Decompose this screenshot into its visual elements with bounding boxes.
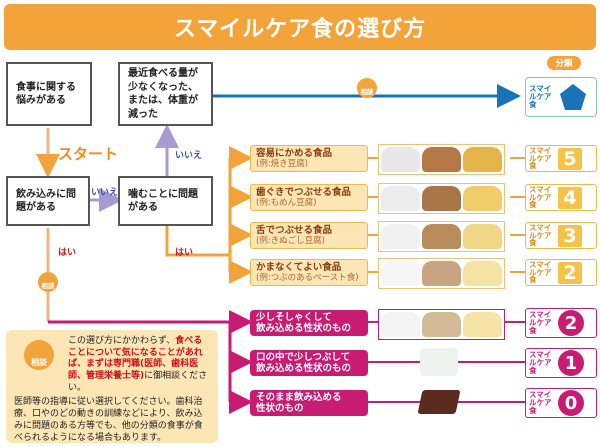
page-title: スマイルケア食の選び方 bbox=[173, 17, 427, 42]
box-eating-less-text: 最近食べる量が少なくなった、または、体重が減った bbox=[128, 68, 198, 120]
badge-swallow-level: スマイルケア食 2 bbox=[525, 308, 597, 338]
box-swallow-problem-text: 飲み込みに問題がある bbox=[16, 188, 76, 214]
swallow-row-label: 口の中で少しつぶして 飲み込める性状のもの bbox=[250, 350, 368, 376]
consult-icon-left: 相談 bbox=[38, 272, 58, 292]
mashed-stew-icon bbox=[422, 186, 461, 211]
badge-swallow-level: スマイルケア食 1 bbox=[525, 348, 597, 378]
chew-row-label: かまなくてよい食品 (例:つぶのあるペースト食) bbox=[250, 259, 368, 286]
badge-swallow-text: スマイルケア食 bbox=[529, 390, 552, 415]
puree-icon bbox=[422, 312, 461, 337]
chew-row-label: 歯ぐきでつぶせる食品 (例:もめん豆腐) bbox=[250, 184, 368, 211]
thickened-liquid-spoon-icon bbox=[417, 390, 461, 414]
soft-rice-icon bbox=[381, 186, 420, 211]
chew-row-example: (例:もめん豆腐) bbox=[256, 198, 317, 209]
label-no-chew: いいえ bbox=[175, 151, 203, 161]
mousse-icon bbox=[463, 312, 502, 337]
label-yes-chew: はい bbox=[175, 248, 194, 258]
food-thumbnails bbox=[378, 221, 505, 252]
badge-level-number: 2 bbox=[558, 261, 582, 284]
note-p1-red: 食べることについて気になることがあれば、まずは専門職(医師、歯科医師、管理栄養士… bbox=[68, 336, 203, 382]
badge-level: スマイルケア食 4 bbox=[525, 184, 597, 211]
chew-row-example: (例:つぶのあるペースト食) bbox=[256, 273, 359, 284]
chew-row-example: (例:きぬごし豆腐) bbox=[256, 236, 325, 247]
swallow-row-line1: 少しそしゃくして bbox=[256, 311, 332, 323]
paste-rice-icon bbox=[381, 261, 420, 286]
badge-swallow-text: スマイルケア食 bbox=[529, 310, 552, 335]
omelette-icon bbox=[463, 186, 502, 211]
porridge-icon bbox=[381, 224, 420, 249]
note-consult-icon: 相談 bbox=[24, 340, 54, 370]
swallow-row-label: そのまま飲み込める 性状のもの bbox=[250, 390, 368, 416]
note-paragraph-2: 医師等の指導に従い選択してください。歯科治療、口やのどの動きの訓練などにより、飲… bbox=[14, 397, 203, 443]
chew-row-title: 容易にかめる食品 bbox=[256, 147, 333, 159]
swallow-row-line1: そのまま飲み込める bbox=[256, 391, 342, 403]
box-swallow-problem: 飲み込みに問題がある bbox=[6, 176, 90, 226]
box-food-concern: 食事に関する悩みがある bbox=[6, 62, 92, 126]
label-yes-swallow: はい bbox=[58, 248, 77, 258]
label-no-swallow: いいえ bbox=[91, 188, 119, 198]
classification-label: 分類 bbox=[547, 56, 581, 70]
swallow-row-line1: 口の中で少しつぶして bbox=[256, 351, 351, 363]
badge-blue-text: スマイルケア食 bbox=[529, 84, 552, 109]
chew-row-label: 舌でつぶせる食品 (例:きぬごし豆腐) bbox=[250, 222, 368, 249]
jelly-cup-icon bbox=[420, 348, 458, 376]
food-thumbnails bbox=[378, 144, 505, 175]
badge-blue: スマイルケア食 bbox=[525, 77, 597, 117]
badge-swallow-number: 2 bbox=[558, 310, 584, 336]
badge-level-text: スマイルケア食 bbox=[529, 184, 552, 210]
chew-row-example: (例:焼き豆腐) bbox=[256, 159, 308, 170]
badge-swallow-level: スマイルケア食 0 bbox=[525, 388, 597, 418]
swallow-row-line2: 飲み込める性状のもの bbox=[256, 323, 352, 334]
consult-person-icon: 相談 bbox=[24, 340, 54, 370]
chew-row-label: 容易にかめる食品 (例:焼き豆腐) bbox=[250, 145, 368, 172]
note-paragraph-1: この選び方にかかわらず、食べることについて気になることがあれば、まずは専門職(医… bbox=[68, 336, 210, 394]
food-thumbnails bbox=[378, 258, 505, 289]
swallow-row-label: 少しそしゃくして 飲み込める性状のもの bbox=[250, 310, 368, 336]
paste-stew-icon bbox=[422, 261, 461, 286]
start-label: スタート bbox=[58, 145, 119, 163]
swallow-thumbnails bbox=[378, 309, 505, 340]
consult-icon-top: 相談 bbox=[357, 78, 377, 98]
badge-swallow-number: 1 bbox=[558, 350, 584, 376]
badge-level-text: スマイルケア食 bbox=[529, 222, 552, 248]
swallow-row-line2: 飲み込める性状のもの bbox=[256, 363, 352, 374]
note-box: 相談 この選び方にかかわらず、食べることについて気になることがあれば、まずは専門… bbox=[6, 330, 218, 443]
note-p1-start: この選び方にかかわらず、 bbox=[68, 336, 176, 346]
food-thumbnails bbox=[378, 183, 505, 214]
badge-level-number: 4 bbox=[558, 186, 582, 209]
box-chew-problem: 噛むことに問題がある bbox=[118, 176, 213, 226]
badge-level: スマイルケア食 3 bbox=[525, 222, 597, 249]
egg-roll-icon bbox=[463, 147, 502, 172]
badge-level-text: スマイルケア食 bbox=[529, 259, 552, 285]
badge-level-number: 5 bbox=[558, 147, 582, 170]
badge-level-number: 3 bbox=[558, 224, 582, 247]
rice-bowl-icon bbox=[381, 147, 420, 172]
box-eating-less: 最近食べる量が少なくなった、または、体重が減った bbox=[118, 62, 213, 126]
chew-row-title: かまなくてよい食品 bbox=[256, 261, 342, 273]
consult-person-icon: 相談 bbox=[357, 78, 377, 98]
badge-level: スマイルケア食 5 bbox=[525, 145, 597, 172]
consult-person-icon: 相談 bbox=[38, 272, 58, 292]
jelly-drink-icon bbox=[381, 312, 420, 337]
chew-row-title: 舌でつぶせる食品 bbox=[256, 224, 333, 236]
chew-row-title: 歯ぐきでつぶせる食品 bbox=[256, 186, 352, 198]
box-food-concern-text: 食事に関する悩みがある bbox=[16, 81, 76, 107]
note-p1-end: に御相談ください。 bbox=[68, 371, 208, 393]
scrambled-egg-icon bbox=[463, 224, 502, 249]
soft-stew-icon bbox=[422, 224, 461, 249]
badge-swallow-text: スマイルケア食 bbox=[529, 350, 552, 375]
pudding-icon bbox=[463, 261, 502, 286]
swallow-row-line2: 性状のもの bbox=[256, 403, 304, 414]
stew-bowl-icon bbox=[422, 147, 461, 172]
badge-level-text: スマイルケア食 bbox=[529, 145, 552, 171]
title-banner: スマイルケア食の選び方 bbox=[4, 4, 596, 50]
pentagon-icon bbox=[560, 84, 586, 110]
badge-swallow-number: 0 bbox=[558, 390, 584, 416]
badge-level: スマイルケア食 2 bbox=[525, 259, 597, 286]
box-chew-problem-text: 噛むことに問題がある bbox=[128, 188, 198, 214]
